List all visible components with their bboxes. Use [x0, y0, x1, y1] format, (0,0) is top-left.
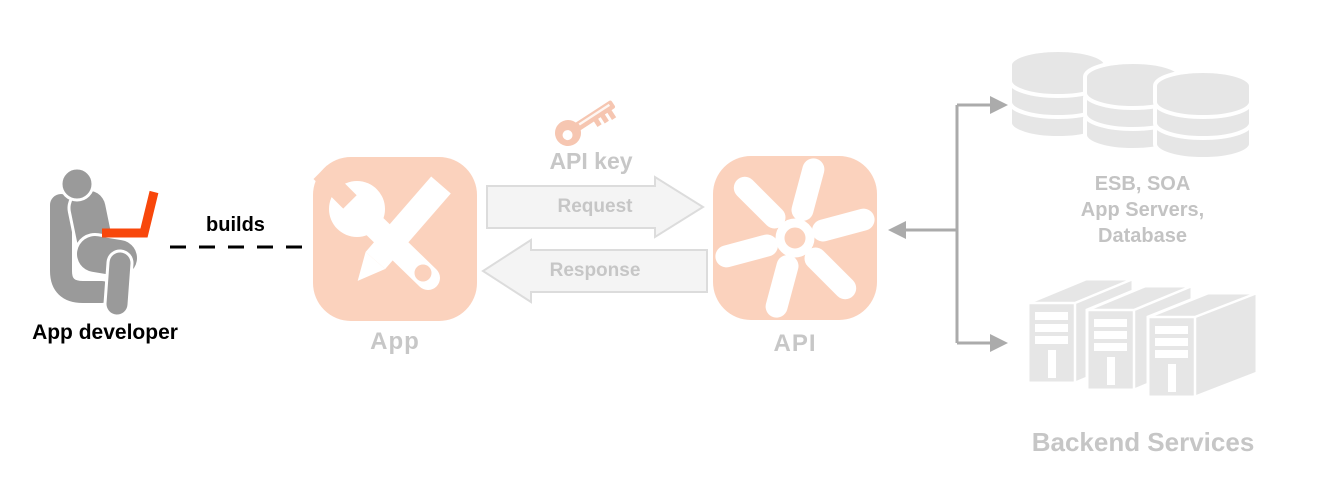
api-icon	[713, 156, 877, 320]
person-laptop-icon	[50, 166, 159, 318]
servers-icon	[1026, 277, 1259, 399]
wrench-icon	[313, 165, 440, 290]
request-label: Request	[557, 196, 633, 217]
head-shape	[59, 166, 95, 202]
esb-soa-label: ESB, SOA App Servers, Database	[1040, 171, 1245, 249]
arrowhead-to-servers	[990, 334, 1008, 352]
hub-spokes	[715, 158, 875, 318]
hub-ring	[775, 218, 815, 258]
app-developer-label: App developer	[32, 321, 178, 344]
response-arrow	[481, 238, 708, 304]
esb-label-line1: ESB, SOA	[1094, 173, 1191, 195]
shin-shape	[106, 252, 131, 315]
esb-label-line3: Database	[1098, 225, 1187, 247]
esb-label-line2: App Servers,	[1080, 199, 1205, 221]
key-icon	[555, 100, 617, 146]
app-icon	[313, 157, 477, 321]
arrowhead-to-api	[888, 221, 906, 239]
backend-connector	[888, 96, 1008, 352]
request-arrow	[486, 175, 705, 239]
app-label: App	[370, 328, 420, 355]
builds-label: builds	[206, 214, 265, 236]
chair-shape	[50, 194, 113, 303]
backend-services-label: Backend Services	[1031, 427, 1255, 457]
database-icon	[1008, 48, 1253, 161]
laptop-icon	[102, 190, 159, 238]
api-label: API	[773, 330, 817, 357]
arrowhead-to-db	[990, 96, 1008, 114]
api-key-label: API key	[549, 148, 633, 174]
server-tower	[1146, 291, 1259, 399]
response-label: Response	[549, 260, 641, 281]
